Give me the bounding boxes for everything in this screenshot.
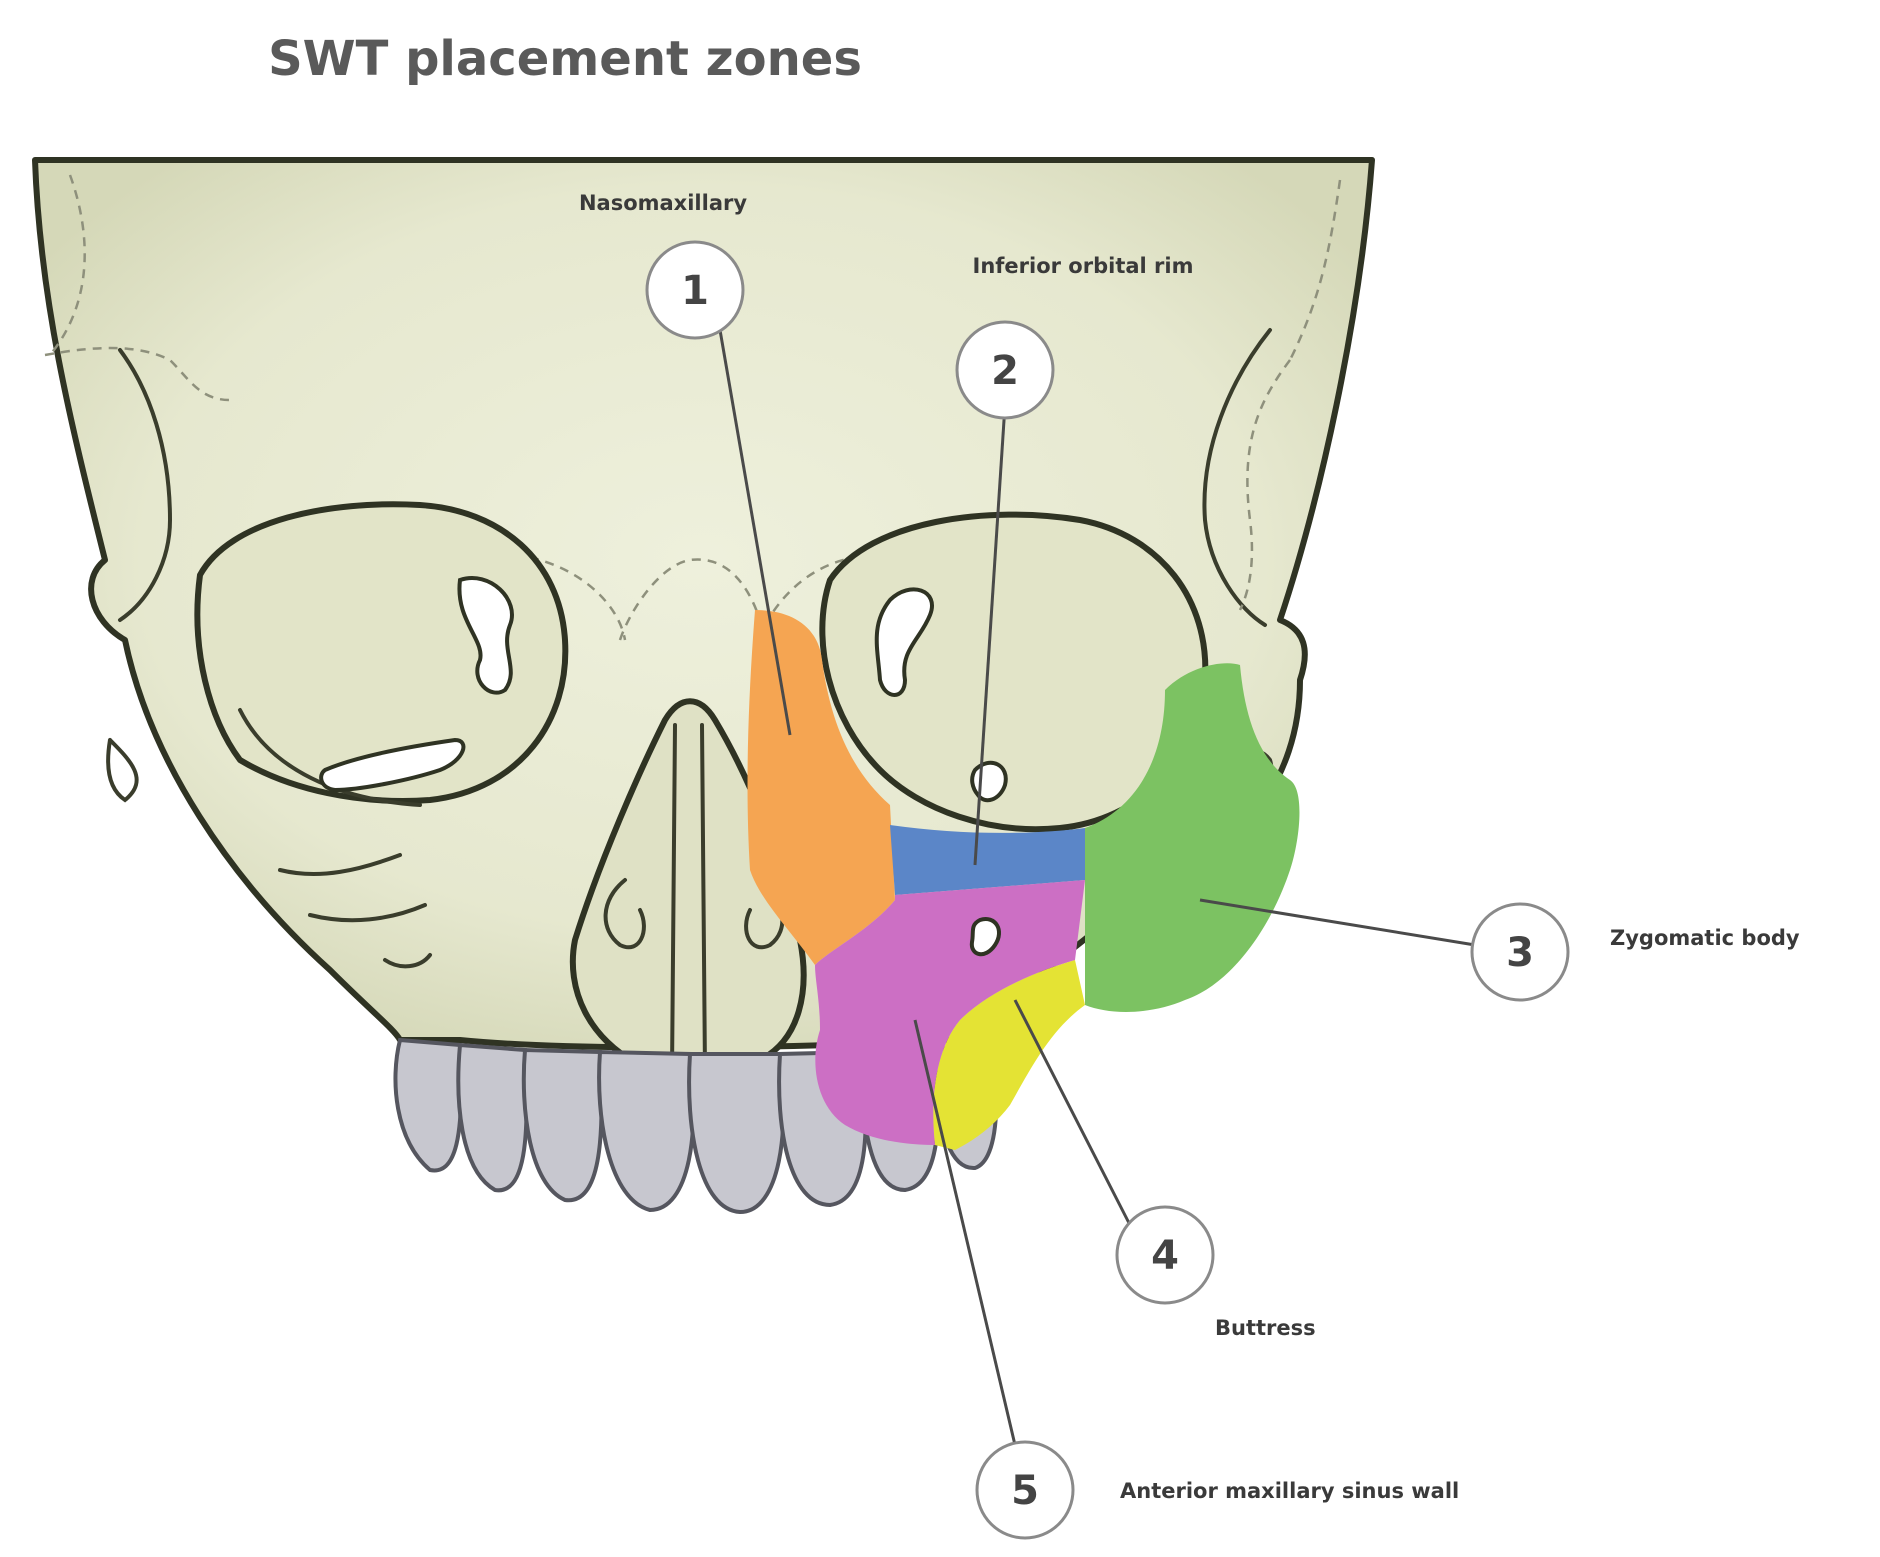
callout-number: 4 bbox=[1151, 1233, 1179, 1279]
callout-4: 4 Buttress bbox=[1115, 1205, 1316, 1340]
callout-circle bbox=[975, 1440, 1075, 1540]
zone-label-nasomaxillary: Nasomaxillary bbox=[579, 191, 747, 215]
coronal-suture-left bbox=[49, 174, 86, 356]
left-temporal-line bbox=[118, 348, 173, 622]
tooth bbox=[521, 1047, 604, 1203]
nasal-septum-left bbox=[670, 723, 677, 1074]
sphenoid-suture-left bbox=[44, 346, 231, 402]
zone-anterior-maxillary-sinus-wall bbox=[815, 880, 1085, 1145]
leader-line-3 bbox=[1199, 898, 1476, 947]
teeth bbox=[393, 1037, 999, 1215]
callout-number: 1 bbox=[681, 268, 709, 314]
left-orbit-inner-ridge bbox=[238, 708, 422, 807]
leader-line-1 bbox=[718, 329, 792, 736]
callout-number: 5 bbox=[1011, 1468, 1039, 1514]
callout-circle bbox=[1115, 1205, 1215, 1305]
zone-label-anterior-maxillary-sinus-wall: Anterior maxillary sinus wall bbox=[1120, 1479, 1459, 1503]
sphenoid-suture-right bbox=[1238, 359, 1292, 611]
callout-circle bbox=[1470, 902, 1570, 1002]
leader-line-2 bbox=[973, 404, 1007, 866]
placement-zones bbox=[747, 610, 1300, 1150]
left-superior-orbital-fissure bbox=[457, 576, 514, 695]
tooth bbox=[393, 1037, 464, 1173]
left-inferior-orbital-fissure bbox=[319, 737, 466, 793]
right-superior-orbital-fissure bbox=[874, 587, 934, 697]
callout-circle bbox=[645, 240, 745, 340]
left-malar-line-2 bbox=[308, 903, 427, 923]
callout-number: 3 bbox=[1506, 930, 1534, 976]
tooth bbox=[597, 1049, 696, 1213]
zone-zygomatic-body bbox=[1085, 663, 1300, 1012]
right-temporal-line bbox=[1202, 328, 1272, 627]
leader-lines bbox=[718, 329, 1476, 1446]
frontonasal-suture bbox=[618, 558, 762, 641]
right-inferior-orbital-fissure bbox=[970, 760, 1008, 803]
leader-line-4 bbox=[1013, 999, 1132, 1226]
orbital-roof-suture-right bbox=[763, 553, 881, 626]
nasal-septum-right bbox=[700, 723, 707, 1074]
infraorbital-foramen bbox=[969, 917, 1001, 957]
coronal-suture-right bbox=[1288, 179, 1342, 361]
callout-3: 3 Zygomatic body bbox=[1470, 902, 1800, 1002]
tooth bbox=[687, 1052, 786, 1215]
leader-line-5 bbox=[913, 1019, 1017, 1446]
tooth bbox=[456, 1042, 529, 1193]
callout-5: 5 Anterior maxillary sinus wall bbox=[975, 1440, 1459, 1540]
callout-1: 1 Nasomaxillary bbox=[579, 191, 747, 340]
left-malar-line-3 bbox=[383, 953, 432, 969]
left-malar-line-1 bbox=[278, 853, 402, 876]
zone-inferior-orbital-rim bbox=[890, 825, 1085, 895]
callout-2: 2 Inferior orbital rim bbox=[955, 254, 1194, 420]
callout-circle bbox=[955, 320, 1055, 420]
zone-label-inferior-orbital-rim: Inferior orbital rim bbox=[973, 254, 1194, 278]
diagram-title: SWT placement zones bbox=[268, 31, 862, 87]
zone-buttress bbox=[933, 960, 1085, 1150]
callout-number: 2 bbox=[991, 348, 1019, 394]
left-zygomatic-notch bbox=[106, 738, 139, 803]
zone-label-buttress: Buttress bbox=[1215, 1316, 1316, 1340]
zone-label-zygomatic-body: Zygomatic body bbox=[1610, 926, 1800, 950]
left-nasal-concha bbox=[603, 878, 646, 950]
